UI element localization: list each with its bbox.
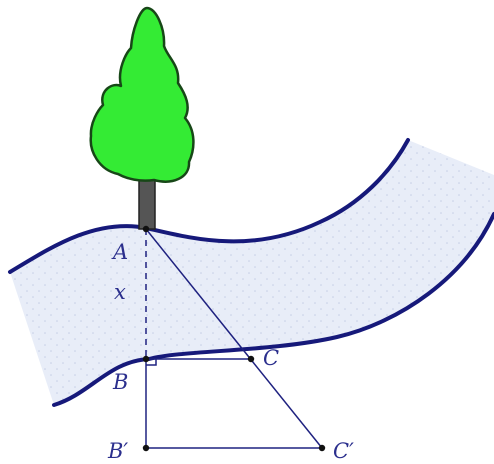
label-b: B bbox=[112, 370, 128, 394]
point-b bbox=[142, 355, 150, 363]
upper-river-bank bbox=[8, 138, 410, 274]
point-c bbox=[247, 355, 255, 363]
right-angle-marker bbox=[146, 359, 157, 366]
river-area bbox=[10, 140, 494, 405]
lower-river-bank bbox=[52, 212, 494, 407]
label-a: A bbox=[111, 240, 128, 264]
label-c-prime: C′ bbox=[333, 439, 354, 463]
label-c: C bbox=[263, 346, 279, 370]
point-c-prime bbox=[318, 444, 326, 452]
point-b-prime bbox=[142, 444, 150, 452]
tree-trunk bbox=[138, 174, 156, 230]
label-b-prime: B′ bbox=[107, 439, 128, 463]
label-x: x bbox=[114, 280, 126, 304]
point-a bbox=[142, 225, 150, 233]
segment-a-c-prime bbox=[145, 228, 323, 449]
tree-canopy bbox=[89, 6, 195, 183]
